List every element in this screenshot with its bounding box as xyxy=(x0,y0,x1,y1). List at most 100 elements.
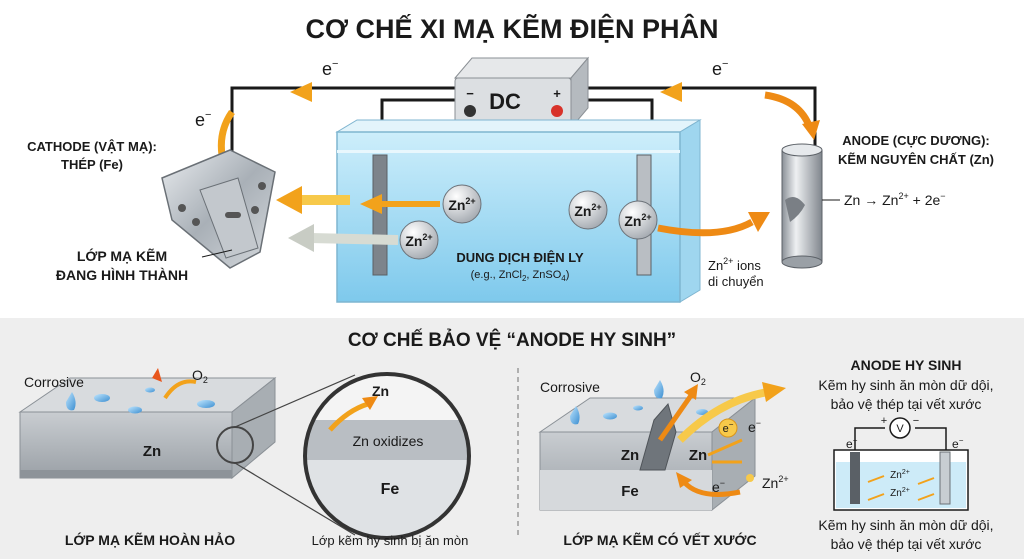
water-droplet xyxy=(633,405,643,411)
voltmeter-label: V xyxy=(896,423,904,435)
electron-return-arrow xyxy=(682,480,741,497)
electron-label-right: e− xyxy=(748,418,761,435)
anode-label: ANODE (CỰC DƯƠNG): xyxy=(842,133,989,148)
cell-ion: Zn2+ xyxy=(890,487,910,499)
perfect-coating-caption: LỚP MẠ KẼM HOÀN HẢO xyxy=(65,531,235,548)
ions-moving-arrow xyxy=(657,218,754,237)
dc-label: DC xyxy=(489,89,521,114)
electron-particle-small xyxy=(746,474,754,482)
zn-ion: Zn2+ xyxy=(442,184,482,224)
svg-text:Zn2+: Zn2+ xyxy=(624,212,651,229)
zinc-layer-label: Zn xyxy=(143,443,161,460)
water-droplet xyxy=(570,406,580,425)
magnify-line xyxy=(234,462,356,536)
sacrificial-line2: bảo vệ thép tại vết xước xyxy=(831,396,982,412)
cathode-label: CATHODE (VẬT MẠ): xyxy=(27,139,157,154)
wire-left xyxy=(230,86,455,158)
oxygen-arrow-right xyxy=(657,392,695,442)
electrolyte-formula: (e.g., ZnCl2, ZnSO4) xyxy=(471,269,570,283)
zn-ion-label-right: Zn2+ xyxy=(762,474,789,491)
zoom-oxidizes-label: Zn oxidizes xyxy=(353,433,424,449)
zinc-anode-cylinder xyxy=(781,143,823,269)
ions-moving-label-line2: di chuyển xyxy=(708,274,764,289)
svg-text:Zn2+: Zn2+ xyxy=(574,202,601,219)
cathode-material: THÉP (Fe) xyxy=(61,157,123,172)
ions-moving-arrowhead xyxy=(748,212,770,232)
sacrificial-bottom-line1: Kẽm hy sinh ăn mòn dữ dội, xyxy=(818,517,993,533)
ions-moving-label: Zn2+ ions xyxy=(708,256,761,273)
corrosive-label: Corrosive xyxy=(24,374,84,390)
svg-text:Zn2+: Zn2+ xyxy=(405,232,432,249)
svg-text:e−: e− xyxy=(712,58,728,79)
water-droplet xyxy=(654,380,664,399)
zoom-fe-label: Fe xyxy=(381,481,400,498)
electron-label-lower: e− xyxy=(712,478,725,495)
water-droplet xyxy=(145,387,155,393)
zn-ion: Zn2+ xyxy=(618,200,658,240)
zinc-label-left: Zn xyxy=(621,447,639,464)
zn-ion: Zn2+ xyxy=(568,190,608,230)
zoom-zn-label: Zn xyxy=(372,383,389,399)
water-droplet xyxy=(603,412,617,420)
cell-ion: Zn2+ xyxy=(890,469,910,481)
svg-text:Zn2+: Zn2+ xyxy=(448,196,475,213)
steel-bracket xyxy=(161,149,276,269)
oxygen-flame xyxy=(152,368,162,382)
corrosion-arrow xyxy=(677,388,769,443)
water-droplet xyxy=(197,400,215,408)
cathode-electrode xyxy=(372,154,388,276)
deposit-arrowhead-upper xyxy=(276,186,302,214)
scratched-coating-caption: LỚP MẠ KẼM CÓ VẾT XƯỚC xyxy=(563,531,756,548)
oxygen-label: O2 xyxy=(192,367,208,385)
svg-text:e−: e− xyxy=(195,109,211,130)
electrolyte-label: DUNG DỊCH ĐIỆN LY xyxy=(456,250,584,265)
svg-text:e−: e− xyxy=(322,58,338,79)
voltmeter-minus: − xyxy=(913,415,919,427)
fe-label: Fe xyxy=(621,483,639,500)
oxygen-arrowhead-right xyxy=(684,384,698,400)
anode-reaction: Zn → Zn2+ + 2e− xyxy=(844,191,946,208)
deposit-arrow-lower xyxy=(309,233,399,245)
coating-label-line1: LỚP MẠ KẼM xyxy=(77,247,167,264)
magnify-line xyxy=(234,374,356,428)
voltmeter-plus: + xyxy=(881,415,887,427)
zinc-label-right: Zn xyxy=(689,447,707,464)
electron-flow-arrow xyxy=(707,438,743,457)
electron-particle xyxy=(718,418,738,438)
page-title: CƠ CHẾ XI MẠ KẼM ĐIỆN PHÂN xyxy=(305,13,718,44)
cell-electron-left: e− xyxy=(846,436,858,451)
corrosion-arrowhead xyxy=(762,382,786,402)
oxidation-arrow xyxy=(328,401,369,432)
oxidation-arrowhead xyxy=(362,396,378,410)
electron-arrow-top-left: e− xyxy=(290,58,400,102)
dc-power-supply: DC − + xyxy=(453,56,590,130)
sacrificial-cell: V + − e− e− Zn2+ Zn2+ xyxy=(833,415,969,511)
cell-electron-right: e− xyxy=(952,436,964,451)
sacrificial-bottom-line2: bảo vệ thép tại vết xước xyxy=(831,536,982,552)
deposit-arrowhead-lower xyxy=(288,224,314,252)
sacrificial-heading: ANODE HY SINH xyxy=(851,357,962,373)
anode-material: KẼM NGUYÊN CHẤT (Zn) xyxy=(838,152,994,167)
water-droplet xyxy=(94,394,110,402)
electron-particle-label: e− xyxy=(723,420,734,435)
section-heading: CƠ CHẾ BẢO VỆ “ANODE HY SINH” xyxy=(348,329,676,351)
oxygen-label-right: O2 xyxy=(690,369,706,387)
coating-pointer xyxy=(201,249,233,258)
electron-arrow-anode xyxy=(764,91,820,140)
coating-label-line2: ĐANG HÌNH THÀNH xyxy=(56,267,188,283)
electron-arrow-top-right: e− xyxy=(660,58,770,102)
water-droplet xyxy=(696,409,708,415)
sacrificial-line1: Kẽm hy sinh ăn mòn dữ dội, xyxy=(818,377,993,393)
water-droplet xyxy=(66,392,76,411)
dc-plus-sign: + xyxy=(553,86,561,101)
oxygen-arrow xyxy=(163,379,197,400)
electron-label: e xyxy=(322,59,332,79)
electron-return-arrowhead xyxy=(676,472,692,488)
dc-minus-sign: − xyxy=(466,86,474,101)
water-droplet xyxy=(128,406,142,414)
sacrificial-caption: Lớp kẽm hy sinh bị ăn mòn xyxy=(312,533,469,548)
zn-ion: Zn2+ xyxy=(399,220,439,260)
ion-arrowhead xyxy=(360,194,382,214)
